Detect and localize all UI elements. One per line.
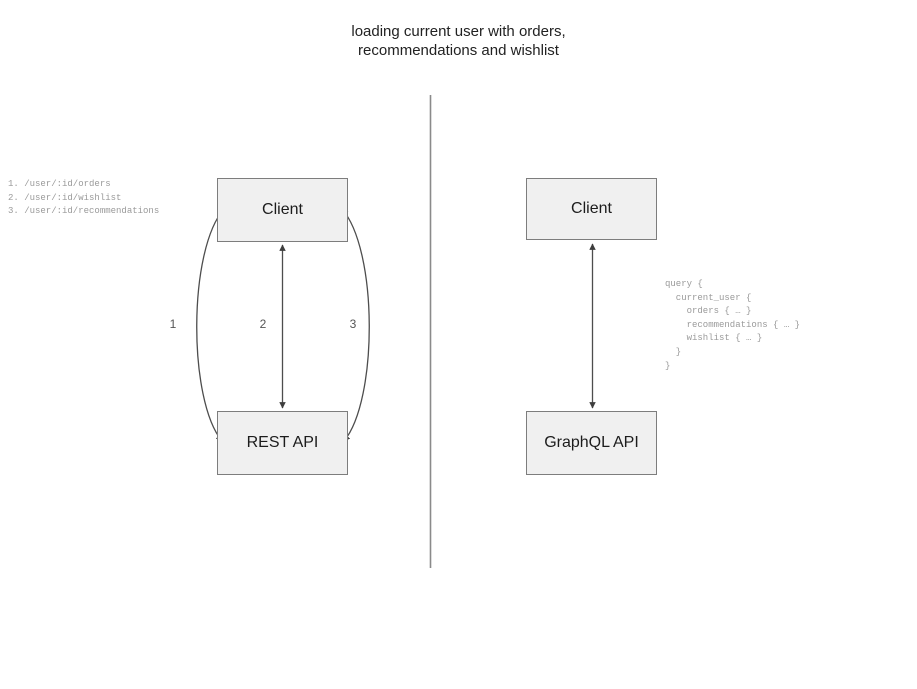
edge-label-2: 2	[259, 317, 267, 331]
edge-label-1: 1	[169, 317, 177, 331]
rest-edge-1-path	[196, 208, 225, 442]
diagram-title: loading current user with orders, recomm…	[351, 23, 566, 59]
node-client-rest[interactable]: Client	[217, 178, 348, 242]
edge-label-3: 3	[349, 317, 357, 331]
graphql-query-block: query { current_user { orders { … } reco…	[665, 279, 801, 371]
node-graphql-api[interactable]: GraphQL API	[526, 411, 657, 475]
node-client-graphql[interactable]: Client	[526, 178, 657, 240]
node-rest-api[interactable]: REST API	[217, 411, 348, 475]
rest-endpoints-list: 1. /user/:id/orders 2. /user/:id/wishlis…	[8, 179, 160, 217]
rest-edge-3-path	[341, 208, 370, 442]
